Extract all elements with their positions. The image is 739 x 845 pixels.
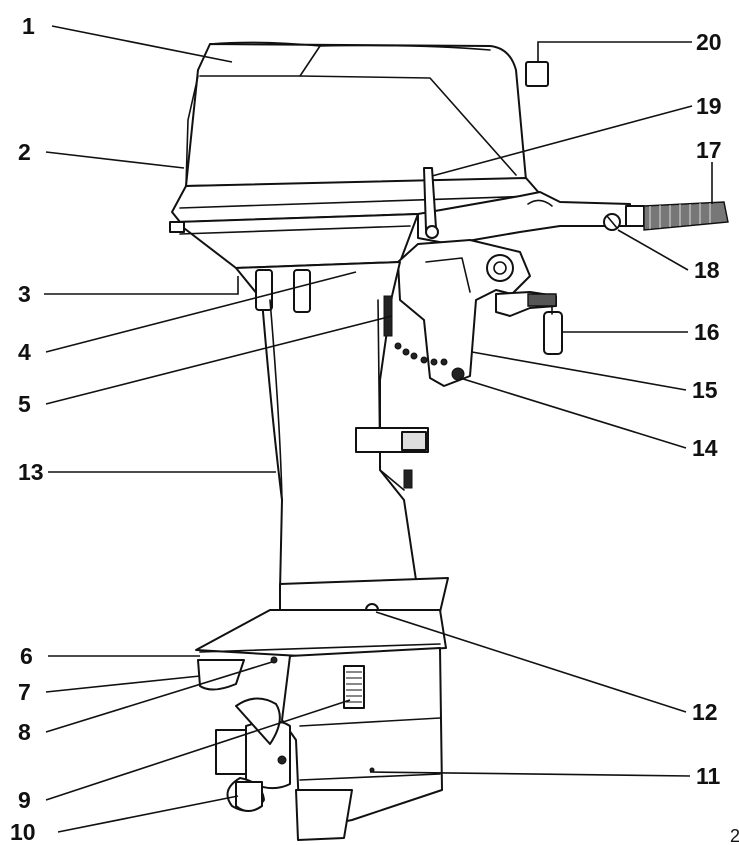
leader-9 xyxy=(45,699,351,801)
propeller xyxy=(215,697,291,812)
callout-19: 19 xyxy=(696,93,722,119)
callout-20: 20 xyxy=(696,29,722,55)
leader-20 xyxy=(537,41,692,62)
callout-9: 9 xyxy=(18,787,31,813)
callout-17: 17 xyxy=(696,137,722,163)
leader-4 xyxy=(45,271,357,353)
page-number: 2 xyxy=(730,826,739,845)
leader-15 xyxy=(471,351,687,391)
leader-10 xyxy=(57,795,239,833)
callout-4: 4 xyxy=(18,339,31,365)
callout-11: 11 xyxy=(696,763,721,789)
callout-7: 7 xyxy=(18,679,31,705)
leader-19 xyxy=(431,105,693,177)
tiller-handle xyxy=(417,191,729,245)
lower-unit xyxy=(195,577,449,841)
callout-labels: 1 2 3 4 5 6 7 8 9 10 11 12 13 14 15 16 1… xyxy=(10,13,739,845)
callout-10: 10 xyxy=(10,819,36,845)
leader-11 xyxy=(369,771,691,777)
leader-1 xyxy=(51,25,233,63)
callout-3: 3 xyxy=(18,281,31,307)
callout-8: 8 xyxy=(18,719,31,745)
callout-15: 15 xyxy=(692,377,718,403)
callout-14: 14 xyxy=(692,435,718,461)
callout-16: 16 xyxy=(694,319,720,345)
drive-shaft-housing xyxy=(235,261,429,591)
callout-5: 5 xyxy=(18,391,31,417)
clamp-bracket xyxy=(394,239,563,387)
leader-2 xyxy=(45,151,185,169)
leader-12 xyxy=(375,611,687,713)
leader-8 xyxy=(45,661,273,733)
leader-18 xyxy=(617,229,689,271)
top-cowling xyxy=(185,41,527,187)
leader-lines xyxy=(44,25,713,833)
leader-5 xyxy=(45,315,393,405)
leader-14 xyxy=(459,377,687,449)
callout-12: 12 xyxy=(692,699,718,725)
callout-6: 6 xyxy=(20,643,33,669)
throttle-grip xyxy=(643,201,729,231)
callout-18: 18 xyxy=(694,257,720,283)
callout-13: 13 xyxy=(18,459,44,485)
callout-1: 1 xyxy=(22,13,35,39)
callout-2: 2 xyxy=(18,139,31,165)
leader-3 xyxy=(44,276,239,295)
leader-7 xyxy=(45,675,201,693)
outboard-motor-illustration xyxy=(169,41,729,841)
control-knobs xyxy=(423,61,549,239)
